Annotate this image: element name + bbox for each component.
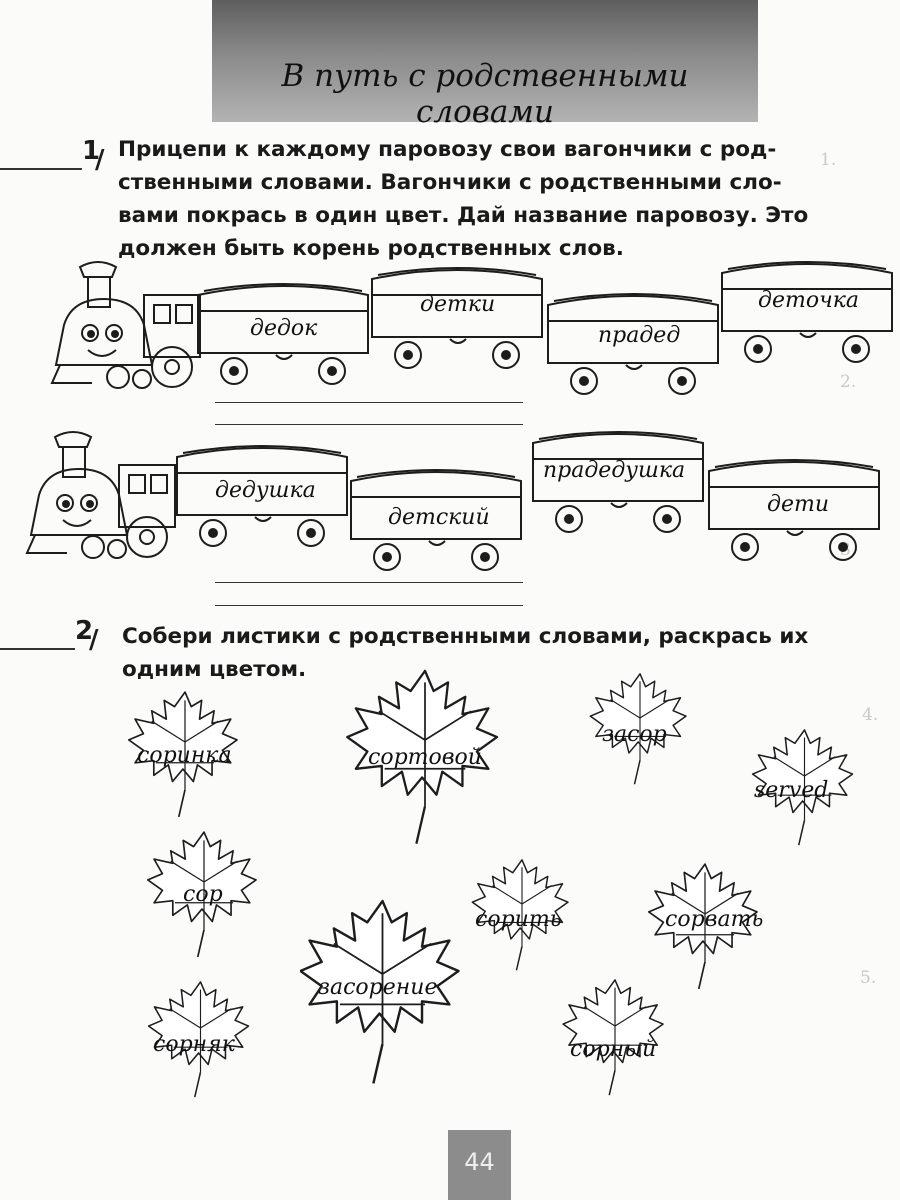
leaf-label: соринка xyxy=(137,743,232,768)
page-title: В путь с родственными словами xyxy=(281,58,689,130)
wagon-label: дети xyxy=(767,492,829,517)
locomotive-icon xyxy=(50,261,201,389)
leaf-label: сортовой xyxy=(368,745,482,770)
wagon-label: прадедушка xyxy=(543,458,686,483)
bleed-through: 1. xyxy=(820,150,837,170)
leaf-label: сор xyxy=(183,882,223,907)
task1-text-line: должен быть корень родственных слов. xyxy=(118,236,624,261)
task-number: 2 xyxy=(75,616,94,646)
leaf-label: сорить xyxy=(475,907,562,932)
locomotive-icon xyxy=(25,431,176,559)
wagon-label: прадед xyxy=(598,323,681,348)
task-marker-slash: / xyxy=(95,145,105,175)
bleed-through: 2. xyxy=(840,372,857,392)
page-number-box xyxy=(448,1130,511,1200)
task-marker-line xyxy=(0,648,75,650)
leaf-label: засорение xyxy=(318,975,438,1000)
leaf-label: сорвать xyxy=(665,907,764,932)
task-number: 1 xyxy=(82,136,101,166)
task-marker-slash: / xyxy=(89,625,99,655)
wagon-label: детский xyxy=(388,505,490,530)
wagon-label: деточка xyxy=(758,288,860,313)
train-1 xyxy=(50,261,893,395)
task2-text-line: Собери листики с родственными словами, р… xyxy=(122,624,809,649)
bleed-through: 4. xyxy=(862,705,879,725)
wagon-label: дедок xyxy=(250,316,318,341)
leaf-label: засор xyxy=(602,722,667,747)
task1-text-line: ственными словами. Вагончики с родственн… xyxy=(118,170,782,195)
leaf-label: сорняк xyxy=(153,1032,235,1057)
header-band xyxy=(212,0,758,122)
page-number: 44 xyxy=(464,1148,495,1176)
answer-line[interactable] xyxy=(215,582,523,583)
task2-text: Собери листики с родственными словами, р… xyxy=(122,620,882,686)
task1-text-line: вами покрась в один цвет. Дай название п… xyxy=(118,203,809,228)
answer-line[interactable] xyxy=(215,605,523,606)
bleed-through: 5. xyxy=(860,968,877,988)
task1-text-line: Прицепи к каждому паровозу свои вагончик… xyxy=(118,137,777,162)
wagon-label: дедушка xyxy=(215,478,316,503)
task-marker-line xyxy=(0,168,82,170)
leaf-label: served xyxy=(754,778,829,803)
wagon-label: детки xyxy=(420,292,496,317)
train-2 xyxy=(25,431,880,571)
task1-text: Прицепи к каждому паровозу свои вагончик… xyxy=(118,133,878,265)
leaf-label: сорный xyxy=(570,1037,657,1062)
answer-line[interactable] xyxy=(215,402,523,403)
task2-text-line: одним цветом. xyxy=(122,657,307,682)
answer-line[interactable] xyxy=(215,424,523,425)
